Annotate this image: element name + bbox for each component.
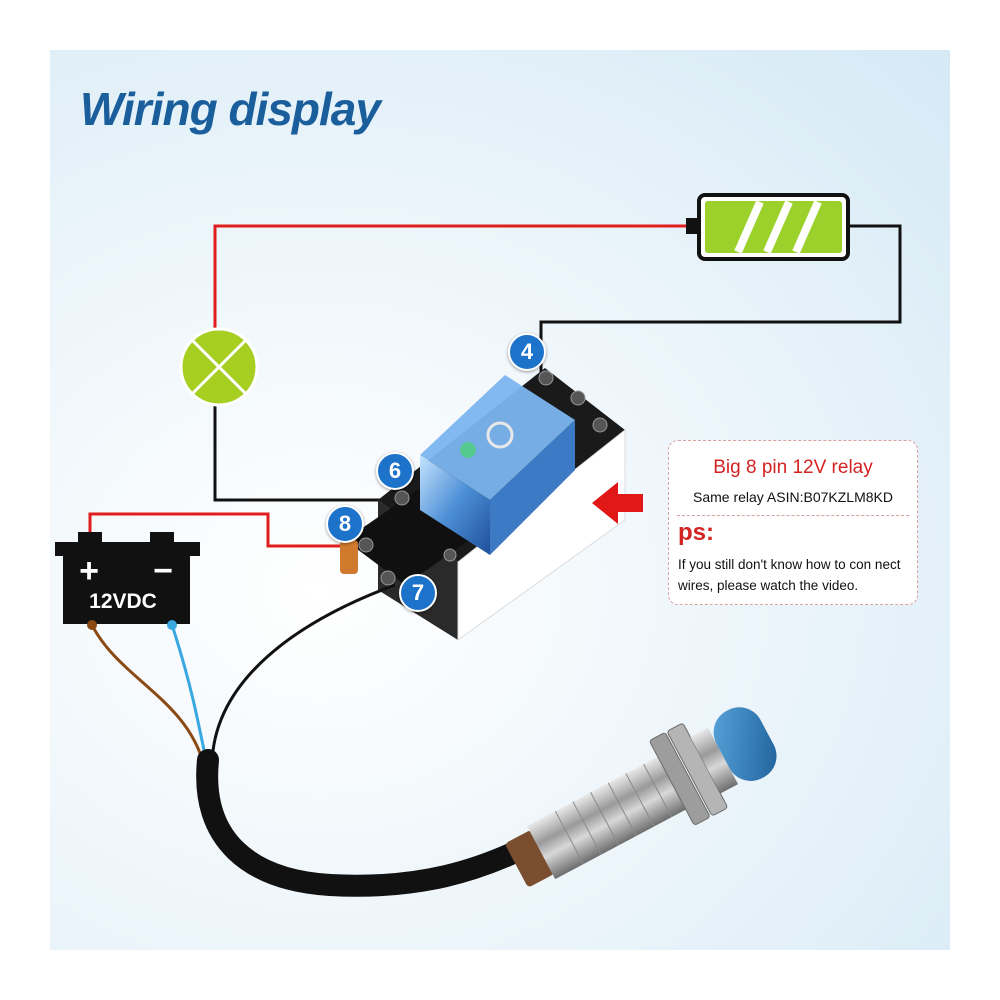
pin-badge-7: 7 xyxy=(399,574,437,612)
info-ps-label: ps: xyxy=(678,519,714,546)
relay-icon xyxy=(340,368,626,641)
info-divider xyxy=(677,515,909,516)
info-asin: Same relay ASIN:B07KZLM8KD xyxy=(693,489,893,505)
page-title: Wiring display xyxy=(80,83,381,135)
pin-badge-8: 8 xyxy=(326,505,364,543)
dc-positive-to-pin8-wire xyxy=(88,512,358,548)
sensor-cable xyxy=(196,749,541,897)
battery-plus-label: + xyxy=(79,552,99,590)
lamp-to-pin6-wire xyxy=(213,400,395,502)
blue-wire xyxy=(170,624,210,771)
dc-battery-icon xyxy=(55,532,200,624)
info-title: Big 8 pin 12V relay xyxy=(713,457,873,478)
arrow-left-icon xyxy=(592,482,643,524)
brown-wire xyxy=(90,624,207,771)
positive-wire-top xyxy=(213,224,690,340)
battery-icon xyxy=(686,193,850,261)
battery-voltage-label: 12VDC xyxy=(89,590,157,613)
pin-badge-4: 4 xyxy=(508,333,546,371)
pin-badge-6: 6 xyxy=(376,452,414,490)
battery-minus-label: − xyxy=(153,552,173,590)
info-box: Big 8 pin 12V relay Same relay ASIN:B07K… xyxy=(668,440,918,605)
pin7-to-sensor-wire xyxy=(210,583,396,771)
info-note: If you still don't know how to con nect … xyxy=(678,557,901,593)
proximity-sensor-icon xyxy=(506,707,777,887)
lamp-icon xyxy=(179,327,259,407)
